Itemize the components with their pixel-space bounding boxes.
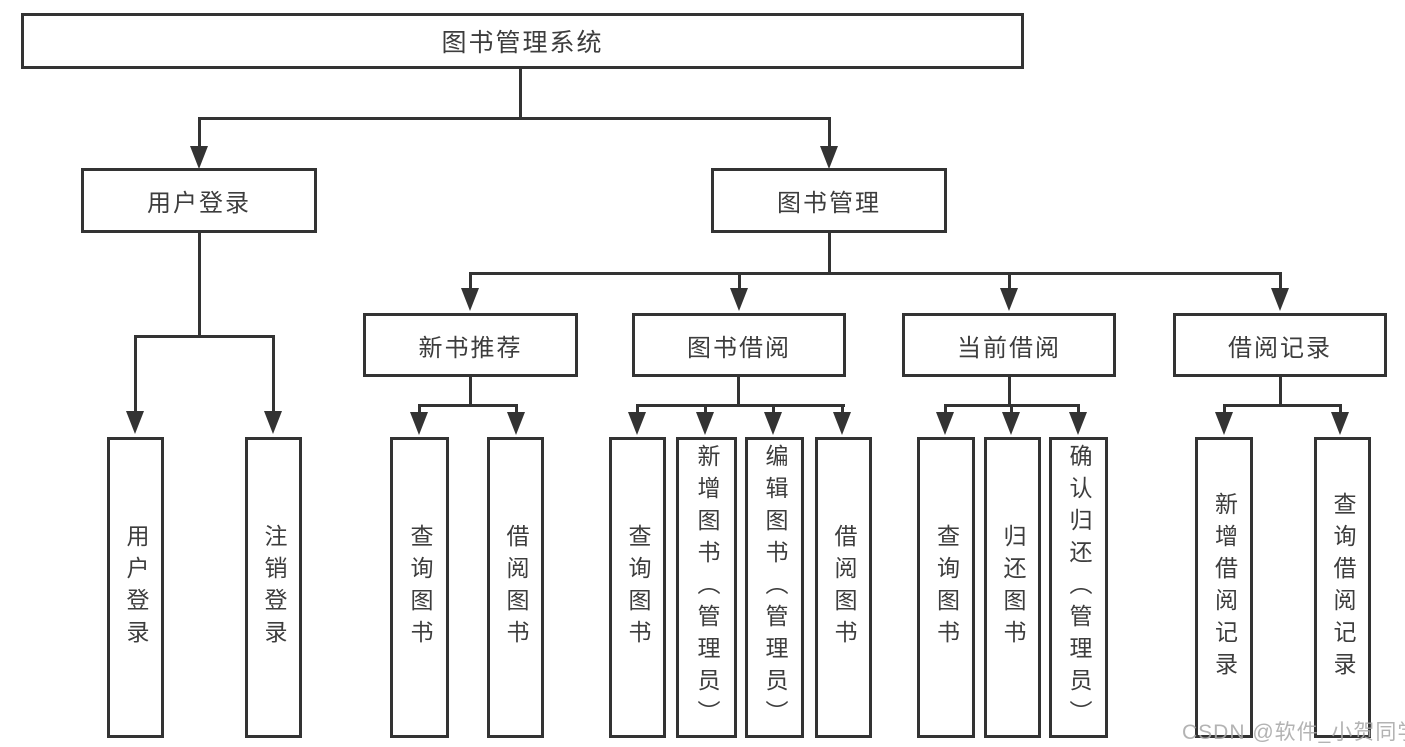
connector-root-stem xyxy=(519,66,522,120)
connector-to-current-stem xyxy=(1008,272,1011,290)
connector-to-borrow-stem xyxy=(738,272,741,290)
connector-leaf-stem xyxy=(1339,404,1342,414)
leaf-label: 借阅图书 xyxy=(831,523,857,652)
connector-leaf-stem xyxy=(704,404,707,414)
arrow-down-icon xyxy=(1271,288,1289,311)
connector-records-stem xyxy=(1279,374,1282,407)
arrow-down-icon xyxy=(833,412,851,435)
leaf-add-books-admin: 新增图书（管理员） xyxy=(676,437,737,738)
arrow-down-icon xyxy=(126,411,144,434)
leaf-edit-books-admin: 编辑图书（管理员） xyxy=(745,437,804,738)
leaf-query-borrow-record: 查询借阅记录 xyxy=(1314,437,1371,738)
leaf-label: 查询图书 xyxy=(933,523,960,652)
root-node: 图书管理系统 xyxy=(21,13,1024,69)
connector-leaf-stem xyxy=(1010,404,1013,414)
leaf-logout: 注销登录 xyxy=(245,437,302,738)
arrow-down-icon xyxy=(461,288,479,311)
leaf-label: 新增图书（管理员） xyxy=(694,443,720,732)
connector-user-leaf2-stem xyxy=(272,335,275,413)
leaf-label: 编辑图书（管理员） xyxy=(762,443,788,732)
arrow-down-icon xyxy=(764,412,782,435)
leaf-return-books: 归还图书 xyxy=(984,437,1041,738)
arrow-down-icon xyxy=(190,146,208,169)
connector-to-book-stem xyxy=(828,117,831,149)
borrow-records-node: 借阅记录 xyxy=(1173,313,1387,377)
connector-leaf-stem xyxy=(1223,404,1226,414)
arrow-down-icon xyxy=(628,412,646,435)
arrow-down-icon xyxy=(1069,412,1087,435)
user-login-node: 用户登录 xyxy=(81,168,317,233)
arrow-down-icon xyxy=(1331,412,1349,435)
connector-borrow-stem xyxy=(737,374,740,407)
leaf-user-login: 用户登录 xyxy=(107,437,164,738)
leaf-label: 查询图书 xyxy=(625,523,651,652)
connector-level3-bar xyxy=(469,272,1282,275)
leaf-label: 确认归还（管理员） xyxy=(1066,443,1092,732)
arrow-down-icon xyxy=(507,412,525,435)
connector-level1-bar xyxy=(198,117,831,120)
leaf-borrow-query-books: 查询图书 xyxy=(609,437,666,738)
connector-to-recommend-stem xyxy=(469,272,472,290)
connector-leaf-stem xyxy=(636,404,639,414)
leaf-label: 查询图书 xyxy=(407,523,433,652)
leaf-recommend-borrow-books: 借阅图书 xyxy=(487,437,544,738)
leaf-borrow-books: 借阅图书 xyxy=(815,437,872,738)
leaf-label: 新增借阅记录 xyxy=(1211,491,1238,684)
leaf-confirm-return-admin: 确认归还（管理员） xyxy=(1049,437,1108,738)
arrow-down-icon xyxy=(1000,288,1018,311)
connector-to-user-stem xyxy=(198,117,201,149)
connector-recommend-stem xyxy=(469,374,472,407)
connector-leaf-stem xyxy=(944,404,947,414)
arrow-down-icon xyxy=(1002,412,1020,435)
arrow-down-icon xyxy=(264,411,282,434)
arrow-down-icon xyxy=(936,412,954,435)
connector-recommend-bar xyxy=(418,404,518,407)
leaf-label: 借阅图书 xyxy=(503,523,529,652)
leaf-recommend-query-books: 查询图书 xyxy=(390,437,449,738)
connector-book-stem xyxy=(828,230,831,275)
connector-user-leaf1-stem xyxy=(134,335,137,413)
connector-user-bar xyxy=(134,335,275,338)
connector-leaf-stem xyxy=(418,404,421,414)
connector-records-bar xyxy=(1223,404,1342,407)
csdn-watermark: CSDN @软件_小贺同学 xyxy=(1182,721,1405,744)
connector-borrow-bar xyxy=(636,404,845,407)
new-book-recommend-node: 新书推荐 xyxy=(363,313,578,377)
arrow-down-icon xyxy=(1215,412,1233,435)
leaf-label: 用户登录 xyxy=(123,523,149,652)
current-borrow-node: 当前借阅 xyxy=(902,313,1116,377)
leaf-add-borrow-record: 新增借阅记录 xyxy=(1195,437,1253,738)
connector-leaf-stem xyxy=(841,404,844,414)
connector-to-records-stem xyxy=(1279,272,1282,290)
connector-current-stem xyxy=(1008,374,1011,407)
connector-user-stem xyxy=(198,230,201,337)
arrow-down-icon xyxy=(730,288,748,311)
connector-leaf-stem xyxy=(515,404,518,414)
connector-leaf-stem xyxy=(1077,404,1080,414)
leaf-label: 注销登录 xyxy=(261,523,287,652)
book-borrow-node: 图书借阅 xyxy=(632,313,846,377)
leaf-label: 归还图书 xyxy=(1000,523,1026,652)
arrow-down-icon xyxy=(820,146,838,169)
connector-leaf-stem xyxy=(772,404,775,414)
book-management-node: 图书管理 xyxy=(711,168,947,233)
leaf-current-query-books: 查询图书 xyxy=(917,437,975,738)
leaf-label: 查询借阅记录 xyxy=(1330,491,1356,684)
arrow-down-icon xyxy=(410,412,428,435)
arrow-down-icon xyxy=(696,412,714,435)
